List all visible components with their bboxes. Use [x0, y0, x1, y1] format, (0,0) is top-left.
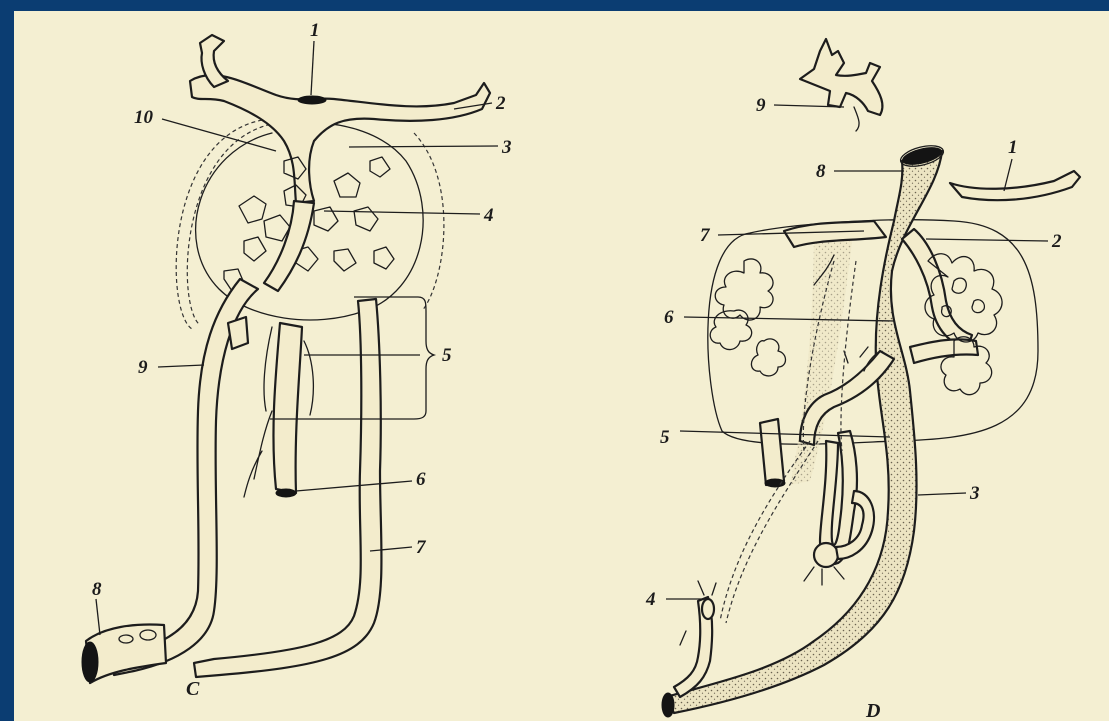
left-label-6: 6 [416, 469, 426, 490]
right-outlet-lumen [662, 693, 674, 717]
right-vessel-9-lumen [854, 107, 859, 131]
right-label-2: 2 [1051, 231, 1062, 252]
right-capsule-outline [708, 220, 1038, 445]
right-leader-6 [684, 317, 894, 321]
right-label-4: 4 [645, 589, 656, 610]
left-label-7: 7 [416, 537, 427, 558]
left-outlet-vessel [86, 625, 166, 683]
right-vessel-4-node [702, 599, 714, 619]
left-leader-9 [158, 365, 204, 367]
left-label-9: 9 [138, 357, 148, 378]
right-vessel-1 [950, 171, 1080, 200]
left-kidney-diagram: 1 2 3 4 5 6 7 8 9 [82, 20, 512, 700]
diagram-plate: 1 2 3 4 5 6 7 8 9 [14, 11, 1109, 721]
left-leader-3 [349, 146, 498, 147]
left-dashed-outline-outer [176, 119, 269, 329]
right-vessel-9 [800, 39, 882, 115]
left-outlet-lumen [82, 642, 98, 682]
left-label-10: 10 [134, 107, 154, 128]
left-label-3: 3 [501, 137, 512, 158]
left-vessel-lumen-1 [298, 96, 326, 104]
right-lower-vessel-left [760, 419, 784, 485]
right-label-5: 5 [660, 427, 670, 448]
right-label-9: 9 [756, 95, 766, 116]
right-lower-tendrils [804, 567, 844, 585]
left-label-1: 1 [310, 20, 320, 41]
left-small-stub [228, 317, 248, 349]
left-figure-caption: C [186, 678, 200, 700]
right-lower-vessel-left-lumen [765, 479, 785, 487]
right-kidney-diagram: 9 8 1 7 2 6 5 3 4 [645, 39, 1080, 721]
left-vessel-6 [273, 323, 302, 493]
left-leader-6 [296, 481, 412, 491]
left-leader-4 [324, 211, 480, 214]
right-label-8: 8 [816, 161, 826, 182]
right-leader-1 [1004, 159, 1012, 191]
right-label-6: 6 [664, 307, 674, 328]
left-leader-1 [311, 41, 314, 95]
left-label-4: 4 [483, 205, 494, 226]
left-label-5: 5 [442, 345, 452, 366]
left-central-vessel [264, 201, 314, 291]
right-branch-2 [902, 229, 972, 347]
right-label-7: 7 [700, 225, 711, 246]
left-dashed-outline-right [414, 133, 444, 311]
right-leader-3 [918, 493, 966, 495]
left-label-2: 2 [495, 93, 506, 114]
left-label-8: 8 [92, 579, 102, 600]
left-vessel-6-lumen [276, 489, 296, 497]
right-leader-2 [926, 239, 1048, 241]
right-label-3: 3 [969, 483, 980, 504]
left-leader-10 [162, 119, 276, 151]
right-label-1: 1 [1008, 137, 1018, 158]
right-leader-5 [680, 431, 890, 437]
left-leader-8 [96, 599, 100, 635]
vascular-diagram: 1 2 3 4 5 6 7 8 9 [14, 11, 1109, 721]
right-figure-caption: D [865, 700, 880, 721]
right-lower-loop-bulb [814, 543, 838, 567]
